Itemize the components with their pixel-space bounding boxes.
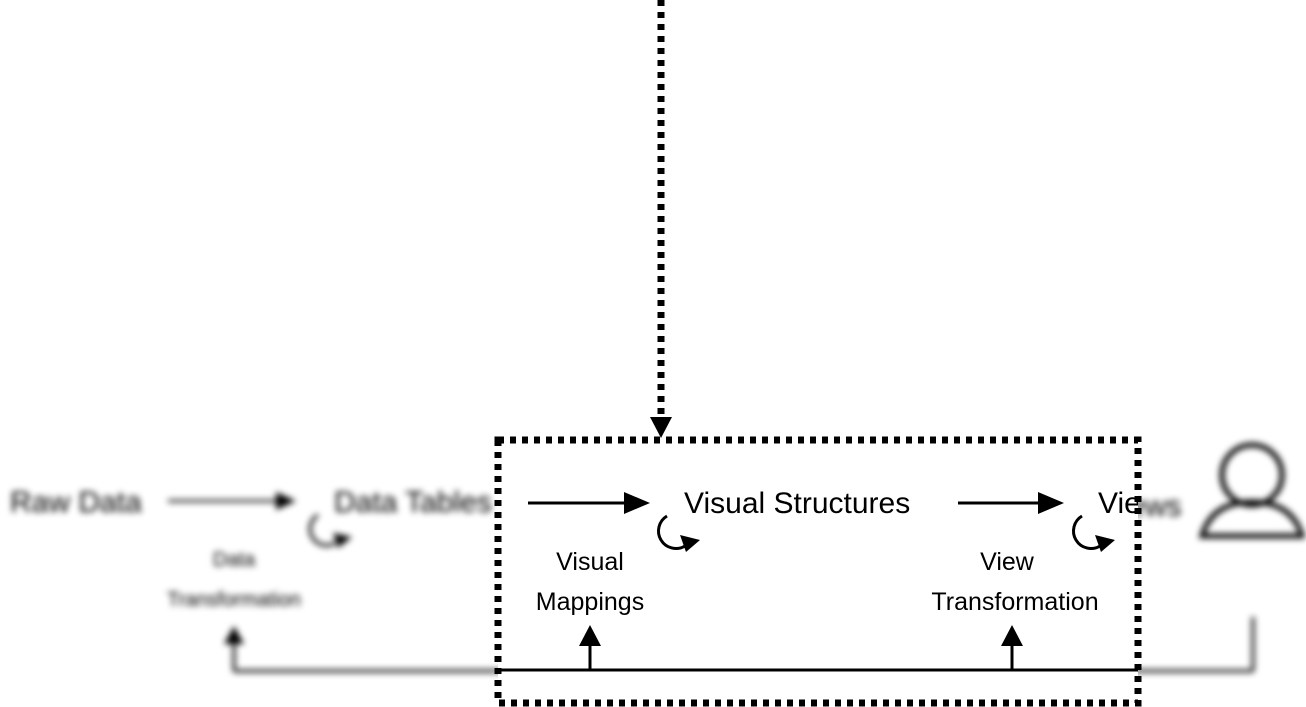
view-transformation-line1: View (980, 548, 1035, 576)
views-loop (1072, 514, 1101, 550)
views-label: Views (1098, 487, 1177, 520)
raw-to-tables-arrowhead (276, 492, 296, 510)
focus-panel-bg (498, 440, 1138, 705)
data-tables-loop (308, 513, 336, 547)
view-transformation-arrowhead (1001, 625, 1023, 646)
visual-mappings-line1: Visual (556, 548, 624, 576)
visual-structures-loop (657, 514, 686, 550)
data-tables-loop-head (333, 533, 352, 548)
raw-data-label: Raw Data (10, 486, 142, 519)
data-transformation-line1: Data (213, 549, 256, 571)
visual-structures-loop-head (680, 535, 700, 552)
focus-content: Data Tables Visual Structures Views Visu… (498, 487, 1177, 672)
user-icon (1198, 442, 1306, 539)
views-loop-head (1095, 535, 1115, 552)
visual-mappings-arrowhead (579, 625, 601, 646)
data-tables-label: Data Tables (334, 486, 492, 519)
data-transformation-line2: Transformation (167, 589, 301, 611)
visual-mappings-line2: Mappings (536, 588, 644, 616)
visual-structures-label: Visual Structures (684, 487, 910, 520)
focus-pointer-arrowhead (650, 417, 672, 438)
tables-to-structures-arrowhead (624, 492, 650, 514)
view-transformation-line2: Transformation (931, 588, 1098, 616)
structures-to-views-arrowhead (1038, 492, 1064, 514)
data-transformation-arrowhead (224, 626, 244, 644)
focus-dotted-frame (494, 436, 1142, 707)
